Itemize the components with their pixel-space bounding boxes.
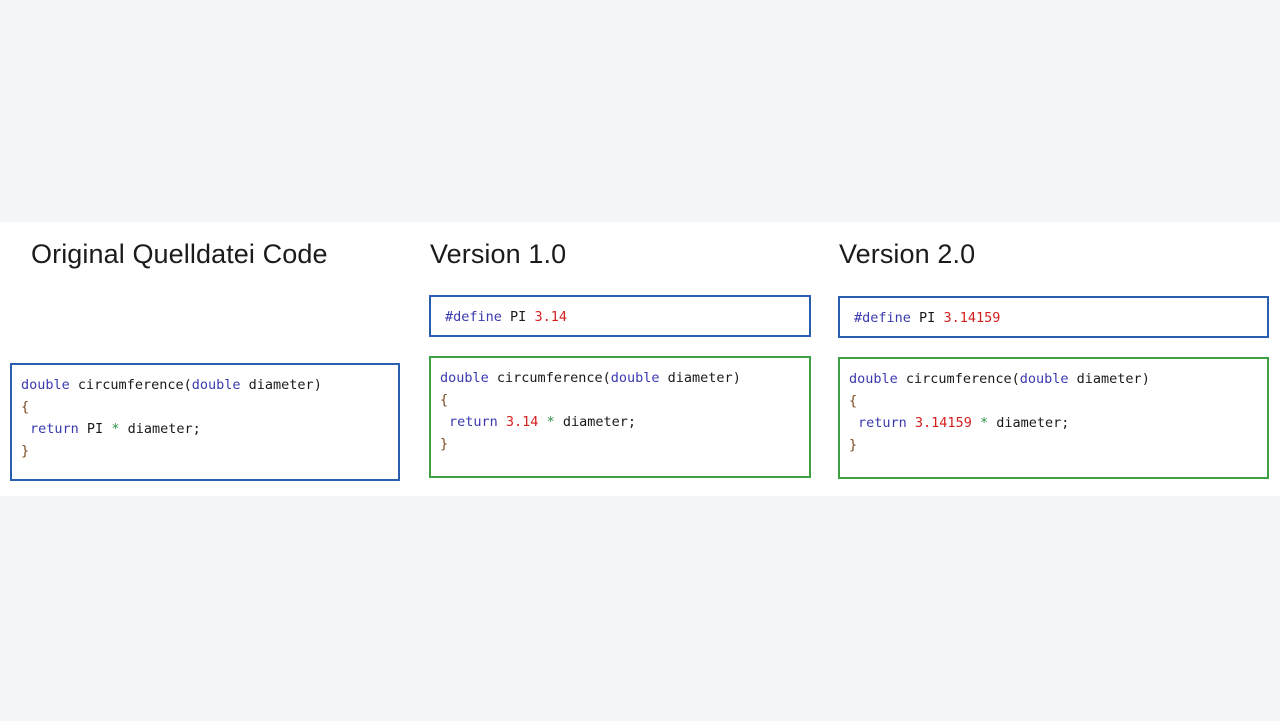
- code-token-brace: {: [21, 399, 30, 415]
- code-token-ident: circumference: [905, 371, 1012, 387]
- code-token-punct: ): [313, 377, 322, 393]
- code-token-punct: ): [732, 370, 741, 386]
- define-code-box: #define PI 3.14159: [838, 296, 1269, 338]
- panel-heading: Original Quelldatei Code: [31, 239, 328, 269]
- code-token-ident: PI: [919, 310, 936, 326]
- function-code-box: double circumference(double diameter){re…: [429, 356, 811, 478]
- code-token-ident: diameter: [1076, 371, 1142, 387]
- code-line: double circumference(double diameter): [440, 367, 809, 389]
- function-code-box: double circumference(double diameter){re…: [10, 363, 400, 481]
- code-token-kw: double: [1019, 371, 1069, 387]
- code-token-ident: diameter: [667, 370, 733, 386]
- code-token-punct: [907, 415, 915, 431]
- code-token-num: 3.14159: [914, 415, 972, 431]
- code-line: return 3.14159 * diameter;: [849, 412, 1267, 434]
- code-token-ident: circumference: [77, 377, 184, 393]
- code-token-kw: double: [191, 377, 241, 393]
- code-token-punct: (: [1011, 371, 1020, 387]
- code-token-punct: [1069, 371, 1077, 387]
- panel-heading: Version 1.0: [430, 239, 567, 269]
- code-token-ident: diameter;: [996, 415, 1070, 431]
- code-token-punct: [119, 421, 127, 437]
- code-token-ident: diameter: [248, 377, 314, 393]
- code-token-punct: [911, 310, 919, 326]
- code-token-punct: [489, 370, 497, 386]
- code-line: double circumference(double diameter): [21, 374, 398, 396]
- code-line: {: [440, 389, 809, 411]
- panel-container: Original Quelldatei Code double circumfer…: [0, 222, 1280, 496]
- code-token-kw: return: [858, 415, 907, 431]
- content-band: Original Quelldatei Code double circumfer…: [0, 222, 1280, 496]
- code-token-num: 3.14159: [943, 310, 1001, 326]
- code-line: double circumference(double diameter): [849, 368, 1267, 390]
- code-token-brace: }: [440, 436, 449, 452]
- code-token-punct: [538, 414, 546, 430]
- code-line: }: [21, 440, 398, 462]
- code-token-ident: PI: [510, 309, 527, 325]
- code-token-punct: [79, 421, 87, 437]
- code-token-kw: return: [30, 421, 79, 437]
- code-token-punct: [555, 414, 563, 430]
- code-line: {: [849, 390, 1267, 412]
- code-token-punct: (: [183, 377, 192, 393]
- code-token-punct: [898, 371, 906, 387]
- code-token-kw: double: [849, 371, 898, 387]
- code-token-ident: diameter;: [562, 414, 637, 430]
- code-line: return 3.14 * diameter;: [440, 411, 809, 433]
- code-token-kw: double: [440, 370, 489, 386]
- code-token-pre: #define: [445, 309, 502, 325]
- code-token-kw: return: [449, 414, 498, 430]
- code-token-punct: (: [602, 370, 611, 386]
- code-line: }: [440, 433, 809, 455]
- code-token-punct: [660, 370, 668, 386]
- code-token-ident: diameter;: [127, 421, 201, 437]
- code-token-op: *: [546, 414, 555, 430]
- code-panel: Original Quelldatei Code double circumfer…: [10, 222, 400, 496]
- code-token-punct: ): [1141, 371, 1150, 387]
- code-line: #define PI 3.14159: [854, 307, 1267, 329]
- code-token-brace: }: [21, 443, 30, 459]
- code-token-ident: circumference: [496, 370, 603, 386]
- code-token-brace: {: [849, 393, 858, 409]
- code-token-num: 3.14: [505, 414, 539, 430]
- code-line: {: [21, 396, 398, 418]
- code-token-punct: [241, 377, 249, 393]
- code-token-pre: #define: [854, 310, 911, 326]
- code-token-brace: }: [849, 437, 858, 453]
- code-line: return PI * diameter;: [21, 418, 398, 440]
- code-panel: Version 1.0 #define PI 3.14 double circumf…: [429, 222, 811, 496]
- code-token-kw: double: [610, 370, 660, 386]
- code-token-punct: [502, 309, 510, 325]
- code-token-op: *: [979, 415, 989, 431]
- code-token-op: *: [111, 421, 120, 437]
- code-token-punct: [70, 377, 78, 393]
- code-token-punct: [498, 414, 506, 430]
- panel-heading: Version 2.0: [839, 239, 976, 269]
- code-token-brace: {: [440, 392, 449, 408]
- code-token-punct: [972, 415, 980, 431]
- code-token-kw: double: [21, 377, 70, 393]
- code-line: #define PI 3.14: [445, 306, 809, 328]
- define-code-box: #define PI 3.14: [429, 295, 811, 337]
- function-code-box: double circumference(double diameter){re…: [838, 357, 1269, 479]
- code-line: }: [849, 434, 1267, 456]
- code-token-ident: PI: [86, 421, 104, 437]
- code-panel: Version 2.0 #define PI 3.14159 double circ…: [838, 222, 1269, 496]
- code-token-num: 3.14: [534, 309, 567, 325]
